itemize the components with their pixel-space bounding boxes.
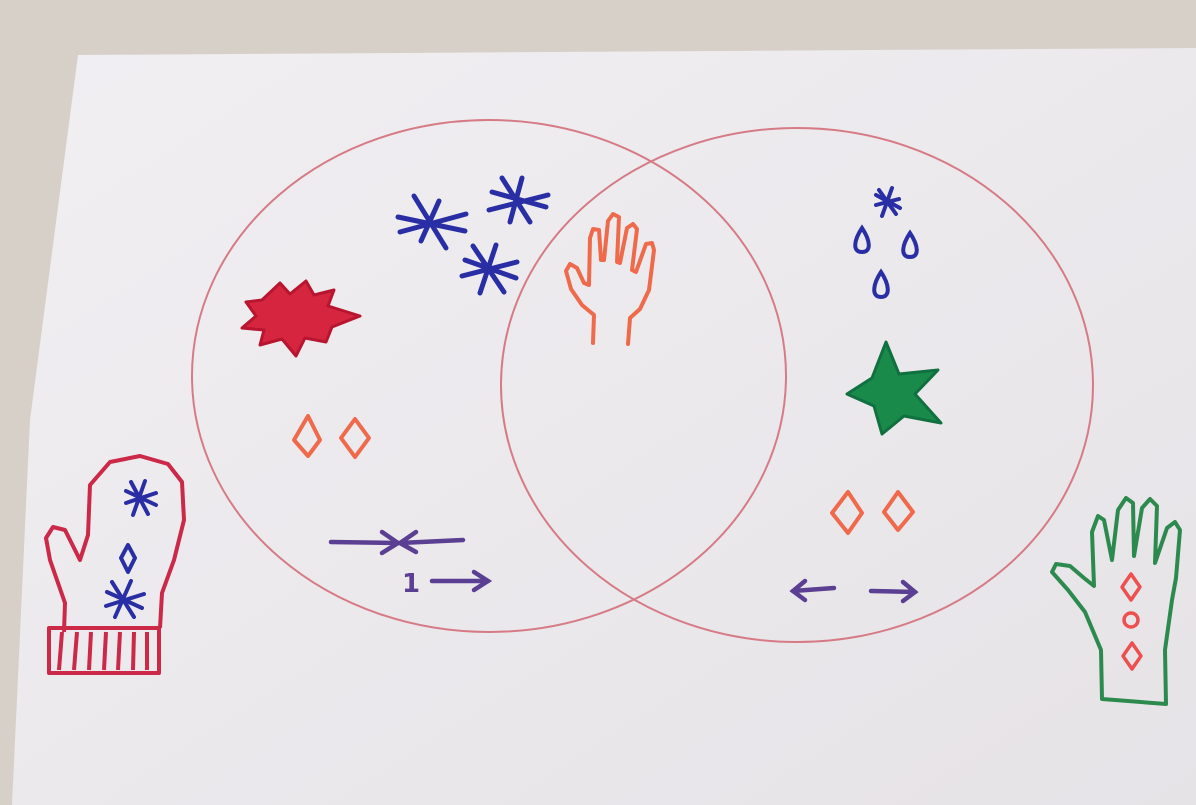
paper-sheet: [12, 48, 1196, 805]
arrow-number-label: 1: [402, 569, 420, 599]
